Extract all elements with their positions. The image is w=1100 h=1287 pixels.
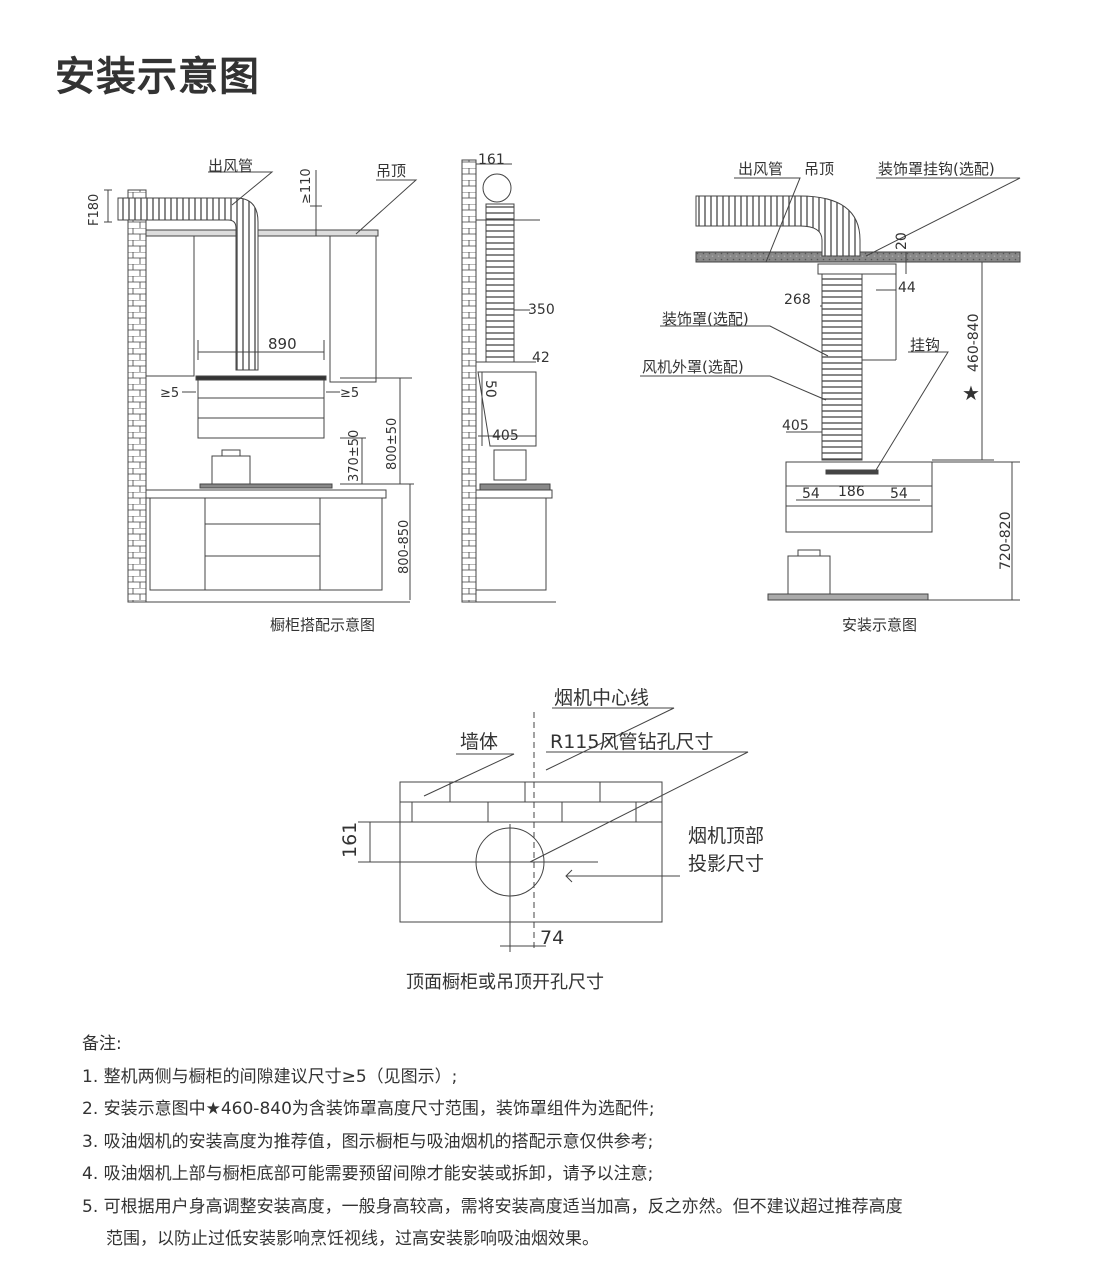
note-item-1: 1. 整机两侧与橱柜的间隙建议尺寸≥5（见图示）;: [82, 1066, 458, 1087]
fig2-d42: 42: [532, 350, 550, 366]
fig1-labels: 出风管 吊顶 F180 ≥110 890 ≥5 ≥5 370±50 800±50…: [87, 157, 412, 634]
fig1-ge110-label: ≥110: [299, 168, 314, 204]
notes-section: 备注: 1. 整机两侧与橱柜的间隙建议尺寸≥5（见图示）; 2. 安装示意图中★…: [82, 1028, 1062, 1256]
fig1-duct-label: 出风管: [208, 157, 253, 175]
fig2-labels: 161 350 42 50 405: [478, 152, 555, 444]
lower-cabinet: [149, 497, 383, 591]
side-duct: [485, 203, 515, 363]
fig4-labels: 烟机中心线 墙体 R115风管钻孔尺寸 烟机顶部 投影尺寸 161 74 顶面橱…: [339, 687, 764, 993]
upper-cabinet-right: [329, 235, 377, 383]
ceiling-slab: [145, 229, 379, 237]
fig4-hole-label: R115风管钻孔尺寸: [550, 731, 713, 753]
fig2-d405: 405: [492, 428, 519, 444]
notes-heading: 备注:: [82, 1034, 122, 1054]
fig3-d54-right: 54: [890, 486, 908, 502]
fig1-width-890: 890: [268, 335, 297, 353]
fig3-d405: 405: [782, 418, 809, 434]
fig3-cover-label: 装饰罩(选配): [662, 310, 749, 328]
fig4-proj-label-1: 烟机顶部: [688, 825, 764, 847]
fig1-h800: 800±50: [385, 418, 400, 470]
fig4-centerline-label: 烟机中心线: [554, 687, 649, 709]
fig3-d44: 44: [898, 280, 916, 296]
fig3-labels: 出风管 吊顶 装饰罩挂钩(选配) 20 268 44 装饰罩(选配) 挂钩 46…: [642, 160, 1014, 634]
fig2-d161: 161: [478, 152, 505, 168]
fig3-h720-820: 720-820: [998, 512, 1014, 571]
fig3-hook-label: 挂钩: [910, 336, 940, 354]
side-wall-brick: [461, 159, 477, 603]
side-pot: [493, 449, 527, 481]
fig1-cabinet-diagram: [104, 170, 418, 603]
fig1-ceiling-label: 吊顶: [376, 162, 406, 180]
fig3-caption: 安装示意图: [842, 616, 917, 634]
fig4-hole-diagram: [358, 707, 749, 952]
fig3-hook-opt-label: 装饰罩挂钩(选配): [878, 160, 995, 178]
note-item-5: 5. 可根据用户身高调整安装高度，一般身高较高，需将安装高度适当加高，反之亦然。…: [82, 1196, 903, 1217]
pot: [211, 455, 251, 485]
upper-cabinet-left: [145, 235, 195, 377]
fig3-duct-label: 出风管: [738, 160, 783, 178]
duct-pipe: [117, 197, 259, 371]
note-item-2: 2. 安装示意图中★460-840为含装饰罩高度尺寸范围，装饰罩组件为选配件;: [82, 1099, 655, 1119]
star-icon: ★: [962, 381, 980, 405]
note-item-4: 4. 吸油烟机上部与橱柜底部可能需要预留间隙才能安装或拆卸，请予以注意;: [82, 1164, 654, 1184]
fig3-ceiling-label: 吊顶: [804, 160, 834, 178]
side-hood: [477, 371, 537, 447]
fig1-gap-right: ≥5: [340, 386, 359, 401]
fig1-gap-left: ≥5: [160, 386, 179, 401]
fig4-wall-label: 墙体: [460, 731, 498, 753]
fig4-d74: 74: [540, 927, 564, 949]
note-item-3: 3. 吸油烟机的安装高度为推荐值，图示橱柜与吸油烟机的搭配示意仅供参考;: [82, 1131, 654, 1152]
fig2-d50: 50: [482, 380, 498, 398]
fig3-pot: [787, 555, 831, 595]
hook-bracket: [817, 263, 897, 275]
fig1-h370: 370±50: [347, 430, 362, 482]
fig1-h800-850: 800-850: [397, 520, 412, 574]
fig3-duct: [695, 195, 861, 257]
duct-section-circle: [482, 173, 512, 203]
fig3-d268: 268: [784, 292, 811, 308]
note-item-5-continued: 范围，以防止过低安装影响烹饪视线，过高安装影响吸油烟效果。: [106, 1229, 599, 1249]
fig4-projection: [399, 821, 663, 923]
wall-brick: [127, 189, 147, 603]
fig1-caption: 橱柜搭配示意图: [270, 616, 375, 634]
fig4-caption: 顶面橱柜或吊顶开孔尺寸: [406, 972, 604, 993]
fig4-d161: 161: [339, 822, 361, 858]
page-title: 安装示意图: [55, 54, 260, 100]
fig3-d20: 20: [894, 232, 910, 250]
fig2-d350: 350: [528, 302, 555, 318]
fig3-fan-cover-label: 风机外罩(选配): [642, 358, 744, 376]
fig3-install-diagram: [640, 177, 1021, 601]
fig2-side-diagram: [461, 159, 556, 603]
hood-body: [197, 375, 325, 439]
fig1-f180-label: F180: [87, 194, 102, 226]
fig3-h460-840: 460-840: [966, 314, 982, 373]
fig4-proj-label-2: 投影尺寸: [688, 853, 764, 875]
fig3-d186: 186: [838, 484, 865, 500]
decor-cover-pipe: [821, 273, 863, 461]
fig3-d54-left: 54: [802, 486, 820, 502]
